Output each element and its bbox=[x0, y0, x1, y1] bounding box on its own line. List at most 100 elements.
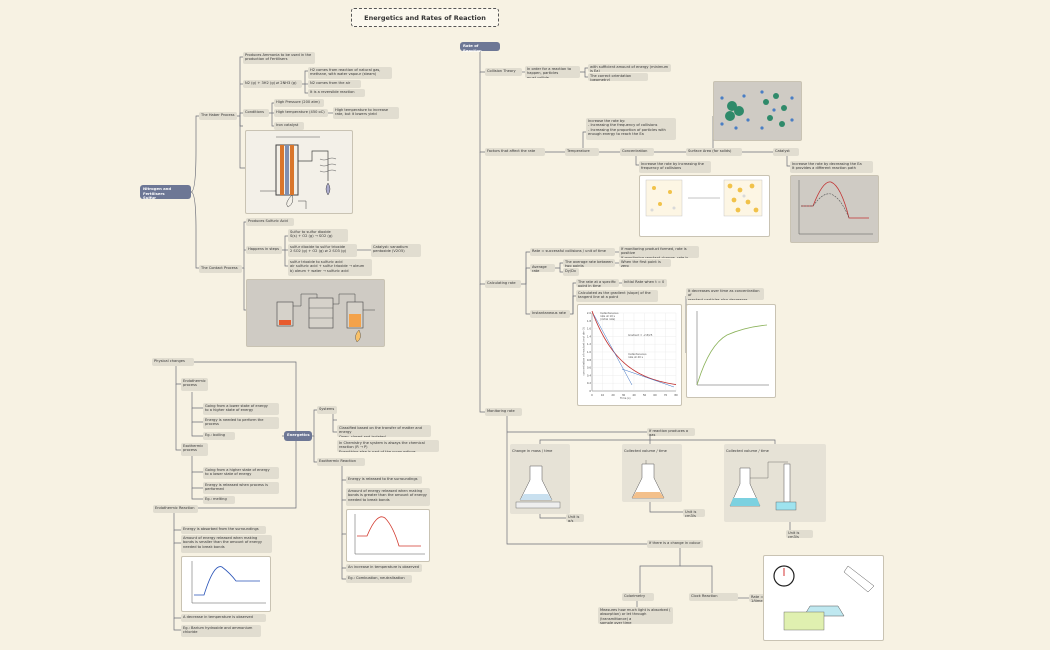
instantaneous-rate-node[interactable]: Instantaneous rate bbox=[530, 310, 570, 318]
volume2-unit-node[interactable]: Unit is cm3/s bbox=[786, 530, 813, 538]
factor-temperature-node[interactable]: Temperature bbox=[565, 148, 599, 156]
gas-produced-node[interactable]: If reaction produces a gas bbox=[647, 428, 695, 436]
contact-process-node[interactable]: The Contact Process bbox=[199, 265, 242, 273]
instant-decrease-node[interactable]: It decreases over time as concentration … bbox=[686, 288, 764, 300]
instant-gradient-node[interactable]: Calculated as the gradient (slope) of th… bbox=[576, 290, 658, 302]
tangent-line-40s bbox=[621, 368, 675, 388]
endothermic-energy-diagram bbox=[181, 556, 271, 612]
exo-reaction-r4-node[interactable]: Eg.: Combustion, neutralisation bbox=[346, 575, 412, 583]
y-tick-label: 1.8 bbox=[587, 319, 591, 323]
endo-process-p2-node[interactable]: Energy is needed to perform the process bbox=[203, 417, 279, 429]
calculating-rate-node[interactable]: Calculating rate bbox=[485, 280, 521, 288]
x-tick-label: 70 bbox=[664, 393, 668, 397]
step2-catalyst-node[interactable]: Catalyst: vanadium pentoxide (V2O5) bbox=[371, 244, 421, 257]
exothermic-process-node[interactable]: Exothermic process bbox=[181, 443, 208, 456]
endothermic-reaction-node[interactable]: Endothermic Reaction bbox=[153, 505, 198, 513]
y-tick-label: 1.0 bbox=[587, 350, 591, 354]
average-rate-def-node[interactable]: The average rate between two points bbox=[563, 259, 615, 267]
endo-reaction-r4-node[interactable]: Eg.: Barium hydroxide and ammonium chlor… bbox=[181, 625, 261, 637]
change-in-mass-panel: Change in mass / time bbox=[510, 444, 570, 514]
x-tick-label: 20 bbox=[611, 393, 615, 397]
y-tick-label: 0.8 bbox=[587, 358, 591, 362]
happens-in-steps-node[interactable]: Happens in steps bbox=[246, 246, 282, 254]
exo-process-p3-node[interactable]: Eg.: melting bbox=[203, 496, 235, 504]
y-tick-label: 0.2 bbox=[587, 381, 591, 385]
collision-note2-node[interactable]: with sufficient amount of energy (minimu… bbox=[588, 64, 671, 72]
physical-changes-node[interactable]: Physical changes bbox=[152, 358, 194, 366]
h2-source-node[interactable]: H2 comes from reaction of natural gas, m… bbox=[308, 67, 392, 79]
calc-rate-def-node[interactable]: Rate = successful collisions / unit of t… bbox=[530, 248, 615, 256]
clock-reaction-diagram bbox=[763, 555, 884, 641]
exo-reaction-r2-node[interactable]: Amount of energy released when making bo… bbox=[346, 488, 430, 506]
factor-catalyst-node[interactable]: Catalyst bbox=[773, 148, 799, 156]
graph-ylabel: concentration of reactant (mol dm-3) bbox=[582, 327, 586, 376]
collision-theory-node[interactable]: Collision Theory bbox=[485, 68, 522, 76]
endo-process-p1-node[interactable]: Going from a lower state of energy to a … bbox=[203, 403, 279, 415]
y-tick-label: 2.0 bbox=[587, 311, 591, 315]
x-tick-label: 0 bbox=[591, 393, 593, 397]
average-rate-zero-node[interactable]: When the first point is zero bbox=[619, 259, 671, 267]
x-tick-label: 60 bbox=[653, 393, 657, 397]
haber-process-node[interactable]: The Haber Process bbox=[199, 112, 237, 120]
iron-catalyst-node[interactable]: Iron catalyst bbox=[274, 122, 304, 130]
temperature-node[interactable]: High temperature (450 oC) bbox=[274, 109, 328, 117]
volume1-unit-node[interactable]: Unit is cm3/s bbox=[683, 509, 705, 517]
step1-node[interactable]: Sulfur to sulfur dioxide S(s) + O2 (g) →… bbox=[288, 229, 348, 242]
exo-reaction-r3-node[interactable]: An increase in temperature is observed bbox=[346, 564, 422, 572]
systems-note2-node[interactable]: In Chemistry the system is always the ch… bbox=[337, 440, 439, 452]
catalyst-note-node[interactable]: Increase the rate by decreasing the Ea I… bbox=[790, 161, 873, 173]
haber-equation-node[interactable]: N2 (g) + 3H2 (g) ⇌ 2NH3 (g) bbox=[243, 80, 302, 88]
mass-unit-node[interactable]: Unit is g/s bbox=[566, 514, 584, 522]
endo-reaction-r1-node[interactable]: Energy is absorbed from the surroundings bbox=[181, 526, 266, 534]
nitrogen-root-node[interactable]: Nitrogen and Fertilisers Sulfur bbox=[140, 185, 191, 200]
monitoring-rate-node[interactable]: Monitoring rate bbox=[485, 408, 522, 416]
exo-process-p2-node[interactable]: Energy is released when process is perfo… bbox=[203, 482, 279, 494]
haber-produces-node[interactable]: Produces Ammonia to be used in the produ… bbox=[243, 52, 315, 64]
colorimetry-node[interactable]: Colorimetry bbox=[622, 593, 654, 601]
endo-reaction-r3-node[interactable]: A decrease in temperature is observed bbox=[181, 614, 266, 622]
temperature-note-node[interactable]: High temperature to increase rate, but i… bbox=[333, 107, 399, 119]
collision-note3-node[interactable]: The correct orientation (geometry) bbox=[588, 73, 648, 81]
catalyst-diagram bbox=[790, 175, 879, 243]
collision-note1-node[interactable]: In order for a reaction to happen, parti… bbox=[525, 66, 580, 78]
reversible-node[interactable]: It is a reversible reaction bbox=[308, 89, 365, 97]
x-tick-label: 30 bbox=[622, 393, 626, 397]
exo-process-p1-node[interactable]: Going from a higher state of energy to a… bbox=[203, 467, 279, 479]
average-rate-formula-node[interactable]: Dy/Dx bbox=[563, 268, 579, 276]
x-tick-label: 80 bbox=[674, 393, 678, 397]
surface-area-diagram bbox=[713, 81, 802, 141]
conditions-node[interactable]: Conditions bbox=[243, 109, 269, 117]
contact-produces-node[interactable]: Produces Sulfuric Acid bbox=[246, 218, 294, 226]
colorimetry-note-node[interactable]: Measures how much light is absorbed ( ab… bbox=[598, 607, 673, 624]
endo-process-p3-node[interactable]: Eg.: boiling bbox=[203, 432, 235, 440]
y-tick-label: 1.6 bbox=[587, 327, 591, 331]
factors-node[interactable]: Factors that affect the rate bbox=[485, 148, 545, 156]
step2-node[interactable]: sulfur dioxide to sulfur trioxide 2 SO2 … bbox=[288, 244, 357, 257]
annotation-gradient: Gradient = -2.8/25 bbox=[628, 334, 653, 337]
rate-root-node[interactable]: Rate of Reaction bbox=[460, 42, 500, 52]
n2-source-node[interactable]: N2 comes from the air bbox=[308, 80, 361, 88]
annotation-initial-rate: Instantaneous rate at 10 s (initial rate… bbox=[600, 312, 619, 321]
initial-rate-node[interactable]: Initial Rate when t = 0 bbox=[622, 279, 667, 287]
haber-process-diagram bbox=[245, 130, 353, 214]
endo-reaction-r2-node[interactable]: Amount of energy released when making bo… bbox=[181, 535, 272, 553]
pressure-node[interactable]: High Pressure (200 atm) bbox=[274, 99, 324, 107]
exothermic-reaction-node[interactable]: Exothermic Reaction bbox=[317, 458, 365, 466]
graph-xlabel: Time (s) bbox=[620, 397, 631, 400]
calc-rate-sign-node[interactable]: If monitoring product formed, rate is po… bbox=[619, 246, 699, 258]
step3-node[interactable]: sulfur trioxide to sulfuric acid air sul… bbox=[288, 259, 372, 276]
clock-reaction-node[interactable]: Clock Reaction bbox=[689, 593, 738, 601]
factor-concentration-node[interactable]: Concentration bbox=[620, 148, 654, 156]
exo-reaction-r1-node[interactable]: Energy is released to the surroundings bbox=[346, 476, 422, 484]
systems-node[interactable]: Systems bbox=[317, 406, 337, 414]
endothermic-process-node[interactable]: Endothermic process bbox=[181, 378, 208, 391]
energetics-root-node[interactable]: Energetics bbox=[284, 431, 312, 441]
temperature-note-node[interactable]: Increase the rate by: - Increasing the f… bbox=[586, 118, 676, 140]
concentration-note-node[interactable]: Increase the rate by increasing the freq… bbox=[639, 161, 711, 173]
colour-change-node[interactable]: If there is a change in colour bbox=[647, 540, 703, 548]
systems-note1-node[interactable]: Classified based on the transfer of matt… bbox=[337, 425, 431, 437]
instant-def-node[interactable]: The rate at a specific point in time bbox=[576, 279, 619, 287]
average-rate-node[interactable]: Average rate bbox=[530, 264, 555, 272]
collected-volume-panel-2: Collected volume / time bbox=[724, 444, 826, 522]
factor-surface-node[interactable]: Surface Area (for solids) bbox=[686, 148, 742, 156]
